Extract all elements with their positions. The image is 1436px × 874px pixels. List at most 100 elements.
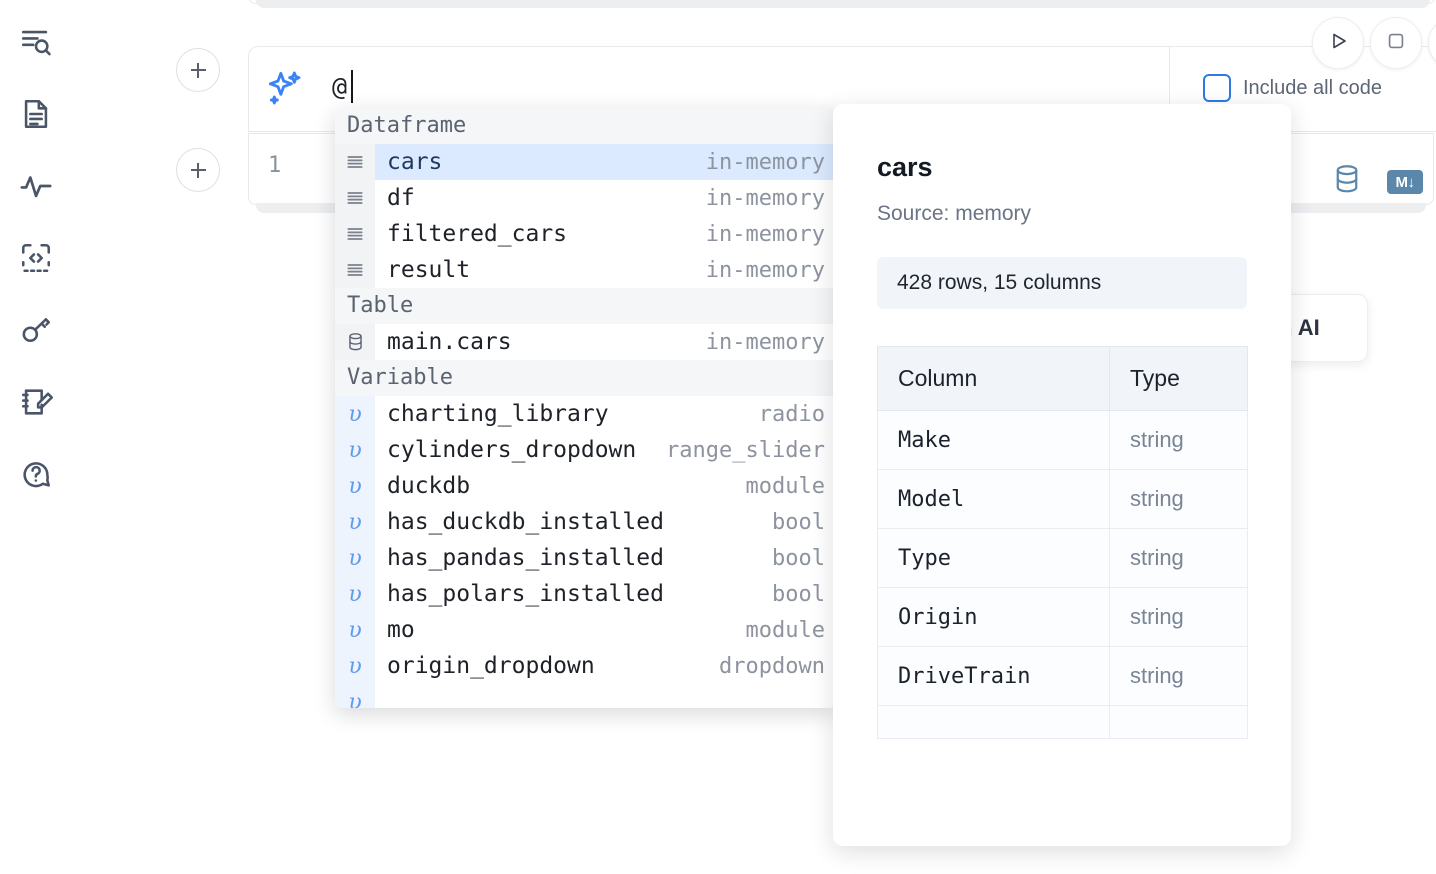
notepad-edit-icon (19, 385, 53, 419)
sidebar-item-help[interactable] (12, 450, 60, 498)
autocomplete-item-name: result (387, 257, 471, 283)
sidebar-item-secrets[interactable] (12, 306, 60, 354)
variable-icon: υ (335, 540, 375, 576)
include-all-code-label: Include all code (1243, 76, 1382, 99)
autocomplete-item-name: has_pandas_installed (387, 545, 664, 571)
sidebar-item-outline[interactable] (12, 18, 60, 66)
variable-icon: υ (335, 504, 375, 540)
autocomplete-item-name: filtered_cars (387, 221, 568, 247)
file-text-icon (19, 97, 53, 131)
schema-row (877, 705, 1248, 739)
variable-icon: υ (335, 648, 375, 684)
code-line-number: 1 (268, 153, 282, 178)
sidebar-item-activity[interactable] (12, 162, 60, 210)
autocomplete-item-name: charting_library (387, 401, 609, 427)
generate-with-ai-chip[interactable]: h AI (1279, 294, 1368, 362)
autocomplete-item-body: has_pandas_installed bool (375, 540, 835, 576)
autocomplete-item-kind: in-memory (705, 185, 825, 211)
autocomplete-item-name: mo (387, 617, 415, 643)
dataframe-icon (335, 144, 375, 180)
schema-column-name: DriveTrain (877, 646, 1110, 706)
key-icon (19, 313, 53, 347)
dataframe-icon (335, 216, 375, 252)
variable-icon: υ (335, 396, 375, 432)
variable-icon: υ (335, 432, 375, 468)
preview-source: Source: memory (877, 202, 1032, 225)
autocomplete-item[interactable]: υ has_pandas_installed bool (335, 540, 835, 576)
schema-column-type: string (1109, 646, 1248, 706)
add-cell-button-top[interactable] (176, 48, 220, 92)
schema-column-type: string (1109, 587, 1248, 647)
schema-column-header: Type (1109, 346, 1248, 411)
autocomplete-item-kind: module (745, 473, 825, 499)
autocomplete-item[interactable]: υ has_polars_installed bool (335, 576, 835, 612)
run-button[interactable] (1312, 17, 1364, 69)
autocomplete-item-kind: dropdown (719, 653, 825, 679)
autocomplete-item-body: charting_library radio (375, 396, 835, 432)
autocomplete-item-kind: range_slider (666, 437, 825, 463)
add-cell-button-bottom[interactable] (176, 148, 220, 192)
autocomplete-item[interactable]: υ charting_library radio (335, 396, 835, 432)
stop-button[interactable] (1370, 17, 1422, 69)
sidebar-item-snippets[interactable] (12, 234, 60, 282)
autocomplete-item-kind: radio (758, 401, 825, 427)
ai-prompt-input[interactable]: @ (332, 72, 348, 101)
autocomplete-item-body: mo module (375, 612, 835, 648)
include-all-code-toggle[interactable]: Include all code (1203, 74, 1382, 102)
schema-column-type: string (1109, 469, 1248, 529)
autocomplete-item-kind: module (745, 617, 825, 643)
dataframe-icon (335, 252, 375, 288)
question-chat-icon (19, 457, 53, 491)
sidebar-item-scratchpad[interactable] (12, 378, 60, 426)
autocomplete-section-header: Variable (335, 360, 835, 396)
variable-icon: υ (335, 612, 375, 648)
autocomplete-section-header: Dataframe (335, 108, 835, 144)
markdown-icon[interactable]: M↓ (1387, 170, 1423, 194)
autocomplete-item-body: df in-memory (375, 180, 835, 216)
autocomplete-item-name: df (387, 185, 415, 211)
autocomplete-item-name: has_polars_installed (387, 581, 664, 607)
schema-column-type: string (1109, 528, 1248, 588)
autocomplete-item-name: duckdb (387, 473, 471, 499)
schema-column-type (1109, 705, 1248, 739)
variable-icon: υ (335, 576, 375, 612)
autocomplete-item[interactable]: df in-memory (335, 180, 835, 216)
schema-column-name: Origin (877, 587, 1110, 647)
preview-title: cars (877, 152, 933, 182)
database-icon[interactable] (1332, 164, 1362, 201)
text-caret (351, 70, 353, 103)
autocomplete-item-kind: bool (772, 509, 825, 535)
include-all-code-checkbox[interactable] (1203, 74, 1231, 102)
cell-above-shadow (256, 0, 1430, 8)
autocomplete-item[interactable]: υ (335, 684, 835, 708)
autocomplete-item-body: has_polars_installed bool (375, 576, 835, 612)
autocomplete-item-name: main.cars (387, 329, 512, 355)
autocomplete-item[interactable]: main.cars in-memory (335, 324, 835, 360)
play-icon (1326, 29, 1350, 58)
autocomplete-item-kind: in-memory (705, 149, 825, 175)
autocomplete-item-kind: bool (772, 581, 825, 607)
sidebar-item-files[interactable] (12, 90, 60, 138)
schema-column-name: Make (877, 410, 1110, 470)
autocomplete-item-kind: in-memory (705, 329, 825, 355)
sidebar (0, 0, 72, 874)
autocomplete-item-kind: bool (772, 545, 825, 571)
